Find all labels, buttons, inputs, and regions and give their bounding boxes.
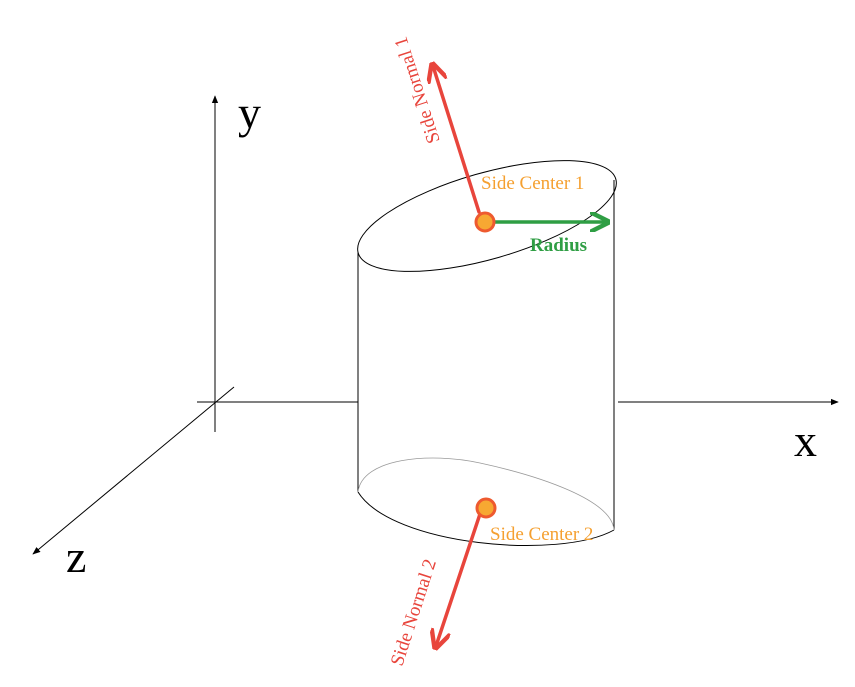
- x-axis-label: x: [794, 415, 817, 466]
- side-center-1-label: Side Center 1: [481, 173, 584, 194]
- axes: [32, 95, 839, 555]
- side-center-1-point: [474, 211, 496, 233]
- side-normal-1-arrow: [433, 66, 481, 214]
- side-normal-1-label: Side Normal 1: [391, 34, 445, 146]
- cylinder-top-face: [357, 160, 617, 272]
- z-axis-label: z: [66, 531, 86, 582]
- z-axis-line: [32, 386, 235, 555]
- cylinder: [357, 160, 617, 546]
- side-center-2-point: [475, 497, 497, 519]
- side-normal-2-label: Side Normal 2: [387, 557, 441, 669]
- cylinder-bottom-face-front: [357, 491, 615, 546]
- radius-label: Radius: [530, 235, 587, 256]
- y-axis-label: y: [238, 87, 261, 138]
- cylinder-bottom-face-back: [357, 457, 615, 531]
- side-normal-2-arrow: [436, 512, 482, 646]
- side-center-2-label: Side Center 2: [490, 524, 593, 545]
